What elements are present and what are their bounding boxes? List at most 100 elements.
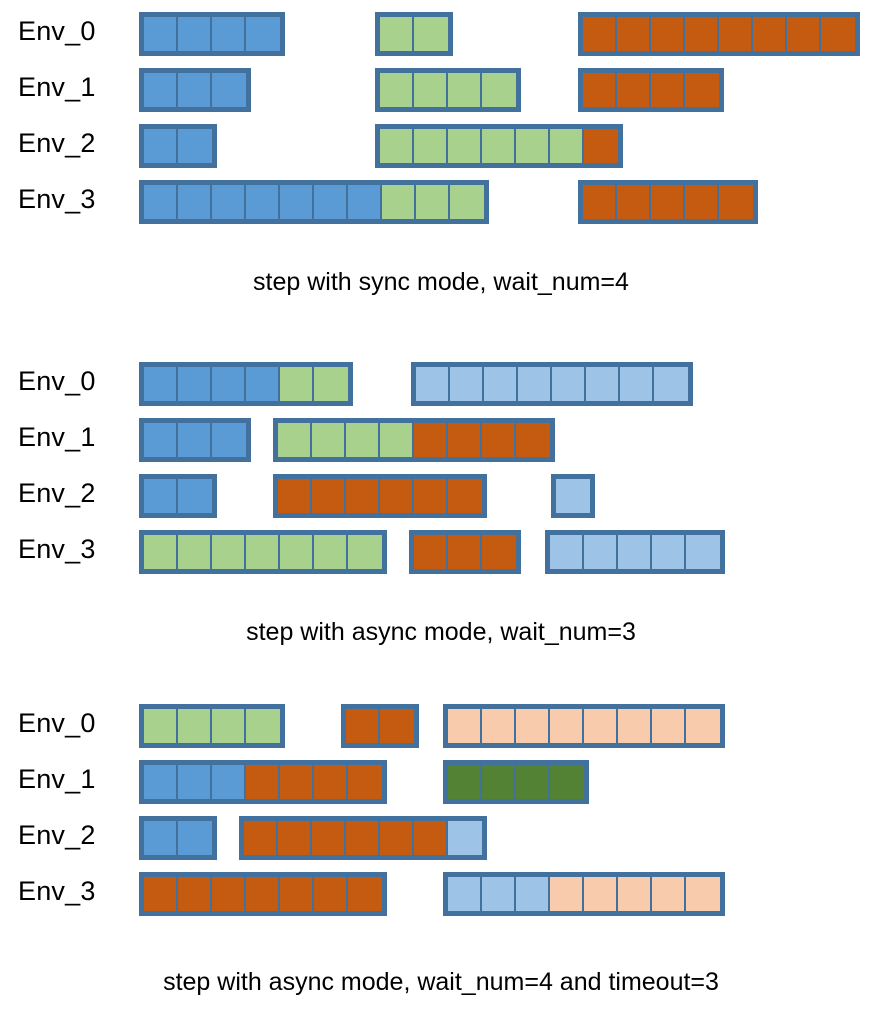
step-cell-blue (246, 185, 280, 219)
step-cell-light-blue (448, 821, 482, 855)
step-cell-orange (414, 423, 448, 457)
step-cell-green (482, 73, 516, 107)
step-cell-green (246, 535, 280, 569)
step-cell-light-orange (686, 709, 720, 743)
step-cell-blue (144, 765, 178, 799)
step-cell-orange (312, 479, 346, 513)
timeline-row: Env_1 (0, 64, 882, 112)
step-cell-blue (314, 185, 348, 219)
row-label-env_3: Env_3 (18, 184, 96, 214)
step-cell-green (312, 423, 346, 457)
timeline-row: Env_1 (0, 414, 882, 462)
step-cell-light-blue (584, 535, 618, 569)
step-block (239, 816, 487, 860)
step-cell-blue (178, 185, 212, 219)
step-block (273, 418, 555, 462)
step-block (139, 760, 387, 804)
step-cell-green (178, 709, 212, 743)
step-block (578, 12, 860, 56)
step-cell-orange (314, 765, 348, 799)
timeline-row: Env_2 (0, 812, 882, 860)
step-cell-light-blue (618, 535, 652, 569)
step-cell-green (212, 535, 246, 569)
step-block (139, 124, 217, 168)
step-block (139, 68, 251, 112)
timeline-row: Env_1 (0, 756, 882, 804)
step-cell-orange (280, 877, 314, 911)
step-cell-dark-green (482, 765, 516, 799)
step-cell-green (380, 73, 414, 107)
step-cell-orange (244, 821, 278, 855)
step-cell-orange (380, 709, 414, 743)
step-cell-orange (821, 17, 855, 51)
step-cell-light-orange (652, 709, 686, 743)
step-cell-orange (685, 185, 719, 219)
step-cell-blue (348, 185, 382, 219)
step-cell-blue (144, 367, 178, 401)
step-cell-green (482, 129, 516, 163)
step-cell-orange (348, 765, 382, 799)
step-cell-orange (246, 765, 280, 799)
step-cell-green (450, 185, 484, 219)
step-cell-blue (178, 129, 212, 163)
step-block (341, 704, 419, 748)
step-block (139, 12, 285, 56)
step-block (375, 124, 623, 168)
step-cell-light-blue (416, 367, 450, 401)
step-cell-green (346, 423, 380, 457)
step-cell-green (178, 535, 212, 569)
step-block (443, 704, 725, 748)
step-cell-light-blue (516, 877, 550, 911)
step-cell-orange (278, 479, 312, 513)
step-block (443, 872, 725, 916)
step-cell-light-blue (552, 367, 586, 401)
step-cell-orange (583, 185, 617, 219)
step-cell-green (380, 129, 414, 163)
step-cell-blue (144, 17, 178, 51)
step-cell-orange (346, 479, 380, 513)
step-cell-orange (719, 185, 753, 219)
step-cell-green (144, 535, 178, 569)
step-cell-orange (312, 821, 346, 855)
row-label-env_3: Env_3 (18, 876, 96, 906)
step-cell-green (380, 17, 414, 51)
step-cell-orange (583, 73, 617, 107)
step-block (139, 418, 251, 462)
step-block (409, 530, 521, 574)
step-cell-orange (753, 17, 787, 51)
step-cell-light-orange (482, 709, 516, 743)
step-cell-dark-green (448, 765, 482, 799)
step-cell-light-orange (448, 709, 482, 743)
step-cell-blue (280, 185, 314, 219)
timeline-row: Env_0 (0, 700, 882, 748)
step-cell-light-orange (618, 877, 652, 911)
step-cell-blue (144, 73, 178, 107)
step-cell-light-orange (584, 709, 618, 743)
row-label-env_0: Env_0 (18, 366, 96, 396)
step-cell-blue (178, 17, 212, 51)
step-block (139, 180, 489, 224)
row-label-env_2: Env_2 (18, 128, 96, 158)
section-caption-async-wait3: step with async mode, wait_num=3 (246, 618, 636, 646)
step-cell-green (516, 129, 550, 163)
step-cell-light-blue (652, 535, 686, 569)
step-cell-blue (212, 765, 246, 799)
step-cell-light-blue (550, 535, 584, 569)
step-cell-blue (212, 17, 246, 51)
row-label-env_0: Env_0 (18, 708, 96, 738)
step-cell-blue (246, 367, 280, 401)
step-cell-green (448, 129, 482, 163)
step-cell-green (246, 709, 280, 743)
step-cell-green (278, 423, 312, 457)
step-cell-green (448, 73, 482, 107)
step-block (375, 12, 453, 56)
step-cell-orange (278, 821, 312, 855)
step-cell-light-blue (448, 877, 482, 911)
step-cell-orange (414, 821, 448, 855)
step-cell-green (382, 185, 416, 219)
step-block (375, 68, 521, 112)
timeline-row: Env_3 (0, 526, 882, 574)
step-cell-orange (212, 877, 246, 911)
step-block (139, 816, 217, 860)
step-cell-blue (178, 423, 212, 457)
